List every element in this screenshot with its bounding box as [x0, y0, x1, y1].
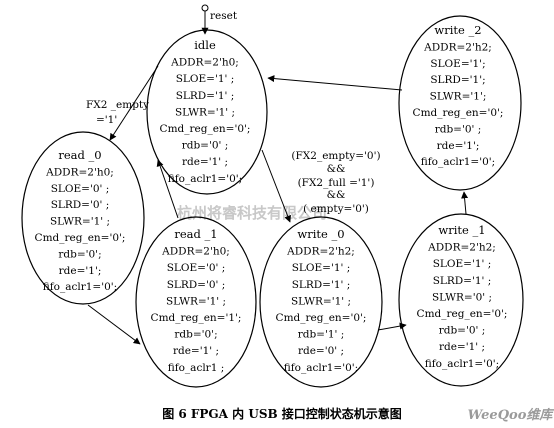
state-write-0 — [259, 216, 383, 388]
state-read-0-line: rde='1'; — [59, 265, 102, 277]
state-read-0-line: Cmd_reg_en='0'; — [35, 232, 126, 244]
state-write-2-line: rdb='0' ; — [435, 123, 482, 135]
site-logo: WeeQoo维库 — [468, 407, 554, 423]
state-idle-line: SLWR='1' ; — [175, 106, 235, 118]
state-read-0-line: rdb='0'; — [58, 248, 101, 260]
state-write-2-line: SLOE='1'; — [430, 58, 485, 70]
state-idle-line: SLOE='1' ; — [176, 73, 235, 85]
state-idle-line: ADDR=2'h0; — [170, 57, 239, 69]
state-read-1-title: read _1 — [174, 227, 217, 241]
state-write-1 — [398, 213, 524, 387]
state-write-1-line: Cmd_reg_en='0'; — [417, 308, 508, 320]
state-idle — [146, 29, 268, 195]
state-write-2-text: write _2 ADDR=2'h2; SLOE='1'; SLRD='1'; SLWR… — [413, 23, 504, 168]
state-write-1-text: write _1 ADDR=2'h2; SLOE='1' ; SLRD='1' ; SL… — [417, 223, 508, 370]
state-read-1-line: rde='1' ; — [173, 345, 219, 357]
state-read-1-line: fifo_aclr1 ; — [168, 362, 225, 374]
state-read-1-line: SLRD='0' ; — [167, 279, 226, 291]
state-read-0-line: SLWR='1' ; — [50, 216, 110, 228]
state-read-0-line: SLRD='0' ; — [51, 199, 110, 211]
state-write-1-line: rde='1' ; — [439, 341, 485, 353]
state-read-0-line: fifo_aclr1='0'; — [43, 281, 117, 293]
state-write-1-line: ADDR=2'h2; — [427, 242, 496, 254]
state-read-1-line: SLWR='1' ; — [166, 295, 226, 307]
condition-fx2-empty-line: FX2 _empty — [86, 99, 149, 111]
state-idle-line: rdb='0' ; — [182, 140, 229, 152]
state-idle-line: Cmd_reg_en='0'; — [160, 123, 251, 135]
reset-label: reset — [210, 10, 238, 22]
condition-write: (FX2_empty='0') && (FX2_full ='1') && ( … — [291, 150, 380, 215]
state-read-0-line: ADDR=2'h0; — [45, 166, 114, 178]
state-write-2-line: rde='1'; — [437, 140, 480, 152]
state-write-0-line: SLRD='1' ; — [292, 279, 351, 291]
state-read-1-line: SLOE='0' ; — [167, 262, 226, 274]
state-write-1-line: SLOE='1' ; — [433, 258, 492, 270]
state-write-2-line: SLWR='1'; — [430, 91, 487, 103]
transition-write1-to-write2 — [461, 191, 469, 215]
transition-write2-to-idle — [267, 75, 403, 91]
transition-idle-to-write0 — [261, 149, 291, 223]
state-write-0-line: rdb='1' ; — [298, 329, 345, 341]
state-write-0-text: write _0 ADDR=2'h2; SLOE='1' ; SLRD='1' ; SL… — [276, 227, 367, 374]
state-write-1-line: fifo_aclr1='0'; — [425, 358, 499, 370]
state-idle-title: idle — [194, 38, 216, 52]
transition-write0-to-write1 — [377, 322, 407, 331]
transition-read1-to-idle — [156, 159, 179, 219]
state-write-0-title: write _0 — [297, 227, 344, 241]
state-write-1-line: SLWR='0' ; — [432, 291, 492, 303]
state-read-1-line: rdb='0'; — [174, 329, 217, 341]
state-idle-line: rde='1' ; — [182, 156, 228, 168]
state-read-1-line: ADDR=2'h0; — [161, 246, 230, 258]
state-write-2-line: ADDR=2'h2; — [423, 41, 492, 53]
state-read-0 — [21, 131, 145, 305]
state-write-1-title: write _1 — [438, 223, 485, 237]
figure-caption: 图 6 FPGA 内 USB 接口控制状态机示意图 — [162, 406, 402, 421]
condition-write-line: && — [327, 163, 346, 175]
state-write-2-title: write _2 — [434, 23, 481, 37]
state-read-1-text: read _1 ADDR=2'h0; SLOE='0' ; SLRD='0' ; SLW… — [151, 227, 242, 374]
state-idle-line: SLRD='1' ; — [176, 90, 235, 102]
state-write-0-line: ADDR=2'h2; — [286, 246, 355, 258]
state-write-2 — [398, 15, 522, 191]
state-write-2-line: SLRD='1'; — [430, 74, 485, 86]
state-write-2-line: Cmd_reg_en='0'; — [413, 107, 504, 119]
state-write-0-line: rde='0' ; — [298, 345, 344, 357]
transition-idle-to-read0 — [109, 65, 159, 141]
state-write-1-line: SLRD='1' ; — [433, 275, 492, 287]
reset-terminal — [201, 4, 209, 12]
condition-write-line: && — [327, 189, 346, 201]
state-read-0-text: read _0 ADDR=2'h0; SLOE='0' ; SLRD='0' ; SLW… — [35, 148, 126, 293]
state-read-1-line: Cmd_reg_en='1'; — [151, 312, 242, 324]
state-write-0-line: fifo_aclr1='0'; — [284, 362, 358, 374]
state-write-0-line: SLWR='1' ; — [291, 295, 351, 307]
condition-write-line: (FX2_full ='1') — [298, 177, 375, 189]
state-write-1-line: rdb='0' ; — [439, 325, 486, 337]
transition-read0-to-read1 — [87, 304, 141, 345]
condition-write-line: ( empty='0') — [303, 203, 369, 215]
state-write-0-line: Cmd_reg_en='0'; — [276, 312, 367, 324]
condition-fx2-empty-line: ='1' — [96, 114, 117, 126]
state-read-0-title: read _0 — [58, 148, 101, 162]
state-read-0-line: SLOE='0' ; — [51, 183, 110, 195]
state-read-1 — [135, 216, 257, 388]
condition-write-line: (FX2_empty='0') — [291, 150, 380, 162]
condition-fx2-empty: FX2 _empty ='1' — [86, 99, 152, 126]
state-write-0-line: SLOE='1' ; — [292, 262, 351, 274]
state-write-2-line: fifo_aclr1='0'; — [421, 156, 495, 168]
state-idle-line: fifo_aclr1='0'; — [168, 173, 242, 185]
